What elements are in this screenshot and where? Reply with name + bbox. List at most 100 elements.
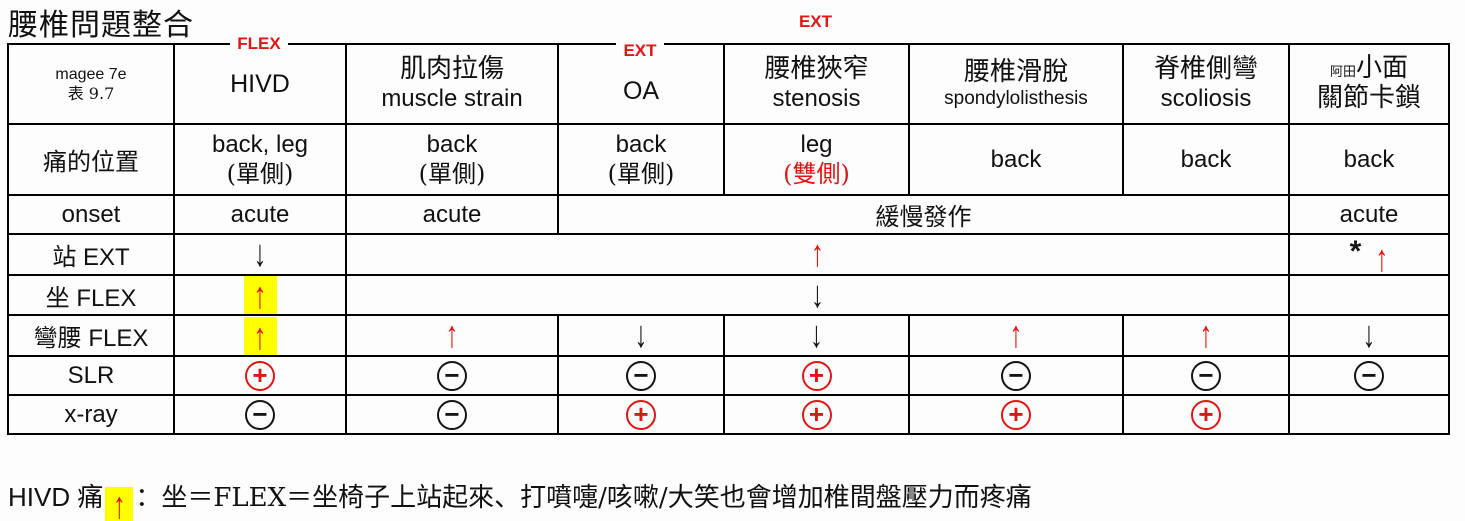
footnote-prefix-zh: 痛 xyxy=(77,483,104,513)
column-header-spondylolisthesis: 腰椎滑脫 spondylolisthesis xyxy=(908,43,1124,125)
cell-xray-muscle: − xyxy=(345,394,559,435)
pain-location-row: 痛的位置 back, leg (單側) back (單側) back (單側) xyxy=(7,123,1450,196)
standing-extension-row: 站 EXT ↓ ↑ *↑ xyxy=(7,231,1450,280)
circled-minus-icon: − xyxy=(1354,360,1384,391)
column-header-facet-lock: 阿田小面 關節卡鎖 xyxy=(1288,43,1450,125)
circled-minus-icon: − xyxy=(1001,360,1031,391)
circled-minus-icon: − xyxy=(245,399,275,430)
circled-plus-icon: + xyxy=(245,360,275,391)
cell-sitflex-hivd: ↑ xyxy=(173,273,347,317)
up-arrow-icon: ↑ xyxy=(1375,236,1389,280)
down-arrow-icon: ↓ xyxy=(811,271,824,316)
footnote-text: ：坐＝FLEX＝坐椅子上站起來、打噴嚏/咳嗽/大笑也會增加椎間盤壓力而疼痛 xyxy=(135,483,1032,513)
yellow-highlight-inline: ↑ xyxy=(105,486,134,521)
cell-sitflex-merged: ↓ xyxy=(345,271,1290,316)
cell-xray-stenosis: + xyxy=(723,394,910,435)
cell-bendflex-facet: ↓ xyxy=(1288,312,1450,357)
footnote-prefix-en: HIVD xyxy=(8,482,71,512)
cell-xray-spondylolisthesis: + xyxy=(908,394,1124,435)
row-label-bend-flex: 彎腰 FLEX xyxy=(7,314,175,357)
cell-bendflex-spondylolisthesis: ↑ xyxy=(908,312,1124,357)
cell-pain-muscle: back (單側) xyxy=(345,123,559,196)
diagnosis-comparison-table: magee 7e 表 9.7 HIVD 肌肉拉傷 muscle strain O… xyxy=(7,43,1450,435)
cell-slr-stenosis: + xyxy=(723,355,910,396)
up-arrow-icon: ↑ xyxy=(1009,312,1023,356)
column-header-muscle-strain: 肌肉拉傷 muscle strain xyxy=(345,43,559,125)
facet-annotation: 阿田 xyxy=(1329,65,1356,81)
up-arrow-icon: ↑ xyxy=(253,313,267,358)
slr-row: SLR + − − + − − − xyxy=(7,355,1450,396)
down-arrow-icon: ↓ xyxy=(1362,312,1376,356)
onset-row: onset acute acute 緩慢發作 acute xyxy=(7,194,1450,235)
cell-sitflex-facet xyxy=(1288,274,1450,316)
circled-minus-icon: − xyxy=(1191,360,1221,391)
cell-pain-oa: back (單側) xyxy=(557,123,725,196)
cell-onset-hivd: acute xyxy=(173,194,347,235)
circled-minus-icon: − xyxy=(437,360,467,391)
bending-flexion-row: 彎腰 FLEX ↑ ↑ ↓ ↓ ↑ ↑ ↓ xyxy=(7,312,1450,358)
cell-pain-hivd: back, leg (單側) xyxy=(173,123,347,196)
column-header-stenosis: 腰椎狹窄 stenosis xyxy=(723,43,910,125)
cell-pain-spondylolisthesis: back xyxy=(908,123,1124,196)
cell-bendflex-stenosis: ↓ xyxy=(723,312,910,357)
page-title: 腰椎問題整合 xyxy=(8,8,194,43)
yellow-highlight-block: ↑ xyxy=(243,313,277,358)
cell-bendflex-oa: ↓ xyxy=(557,312,725,357)
ext-overlay-label-oa: EXT xyxy=(557,41,723,61)
down-arrow-icon: ↓ xyxy=(810,312,823,356)
circled-plus-icon: + xyxy=(801,360,832,391)
column-header-hivd: HIVD xyxy=(173,43,347,125)
circled-minus-icon: − xyxy=(437,399,467,430)
cell-onset-facet: acute xyxy=(1288,194,1450,235)
flex-overlay-label: FLEX xyxy=(173,34,345,54)
cell-standext-merged: ↑ xyxy=(345,231,1290,276)
row-label-slr: SLR xyxy=(7,355,175,396)
cell-slr-hivd: + xyxy=(173,355,347,396)
cell-onset-muscle: acute xyxy=(345,194,559,235)
asterisk-mark: * xyxy=(1349,235,1362,268)
cell-pain-facet: back xyxy=(1288,123,1450,196)
yellow-highlight-block: ↑ xyxy=(243,273,277,317)
circled-plus-icon: + xyxy=(626,399,656,430)
column-header-scoliosis: 脊椎側彎 scoliosis xyxy=(1122,43,1290,125)
cell-standext-hivd: ↓ xyxy=(173,233,347,276)
cell-pain-scoliosis: back xyxy=(1122,123,1290,196)
cell-slr-muscle: − xyxy=(345,355,559,396)
down-arrow-icon: ↓ xyxy=(634,312,648,356)
cell-pain-stenosis: leg (雙側) xyxy=(723,123,910,196)
row-label-sit-flex: 坐 FLEX xyxy=(7,274,175,316)
up-arrow-icon: ↑ xyxy=(811,231,824,275)
up-arrow-icon: ↑ xyxy=(253,273,267,317)
cell-onset-merged-gradual: 緩慢發作 xyxy=(557,194,1290,235)
ref-line2: 表 9.7 xyxy=(67,84,115,103)
ref-cell: magee 7e 表 9.7 xyxy=(7,43,175,125)
cell-bendflex-scoliosis: ↑ xyxy=(1122,312,1290,357)
flex-label-text: FLEX xyxy=(230,34,288,53)
row-label-stand-ext: 站 EXT xyxy=(7,233,175,276)
row-label-onset: onset xyxy=(7,194,175,235)
ref-line1: magee 7e xyxy=(55,65,127,83)
cell-bendflex-muscle: ↑ xyxy=(345,314,559,357)
ext-label-stenosis-text: EXT xyxy=(798,12,833,31)
cell-xray-scoliosis: + xyxy=(1122,394,1290,435)
circled-minus-icon: − xyxy=(626,360,656,391)
up-arrow-icon: ↑ xyxy=(1199,312,1213,356)
cell-slr-oa: − xyxy=(557,355,725,396)
cell-slr-spondylolisthesis: − xyxy=(908,355,1124,396)
cell-xray-hivd: − xyxy=(173,394,347,435)
header-row: magee 7e 表 9.7 HIVD 肌肉拉傷 muscle strain O… xyxy=(7,43,1450,125)
cell-xray-oa: + xyxy=(557,394,725,435)
cell-xray-facet xyxy=(1288,394,1450,435)
cell-standext-facet: *↑ xyxy=(1288,233,1450,280)
cell-slr-scoliosis: − xyxy=(1122,355,1290,396)
sitting-flexion-row: 坐 FLEX ↑ ↓ xyxy=(7,271,1450,317)
cell-slr-facet: − xyxy=(1288,355,1450,396)
ext-label-oa-text: EXT xyxy=(616,41,664,60)
circled-plus-icon: + xyxy=(801,399,832,430)
cell-bendflex-hivd: ↑ xyxy=(173,313,347,358)
footnote: HIVD 痛↑：坐＝FLEX＝坐椅子上站起來、打噴嚏/咳嗽/大笑也會增加椎間盤壓… xyxy=(8,477,1032,521)
ext-overlay-label-stenosis: EXT xyxy=(723,12,908,32)
circled-plus-icon: + xyxy=(1001,399,1031,430)
xray-row: x-ray − − + + + + xyxy=(7,394,1450,435)
